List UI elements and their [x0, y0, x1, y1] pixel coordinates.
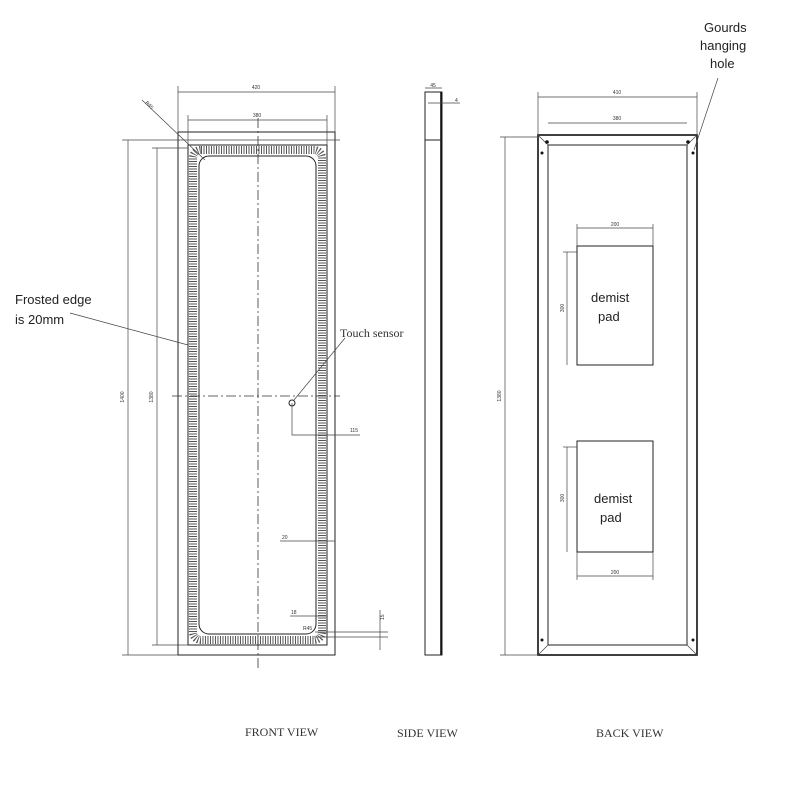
demist-pad-label-top-2: pad [598, 309, 620, 324]
dim-pad-height-top: 300 [560, 304, 566, 313]
touch-sensor-label: Touch sensor [340, 326, 403, 340]
gourds-label-1: Gourds [704, 20, 747, 35]
frosted-edge-label-1: Frosted edge [15, 292, 92, 307]
dim-corner-radius: R45 [144, 100, 155, 111]
dim-front-inner-height: 1380 [149, 391, 155, 402]
hanging-hole-icon [686, 140, 690, 144]
dim-side-depth: 45 [430, 83, 436, 89]
demist-pad-bottom [576, 440, 654, 553]
frosted-edge-label-2: is 20mm [15, 312, 64, 327]
gourds-label-3: hole [710, 56, 735, 71]
dim-corner-small: R45 [303, 626, 312, 632]
dim-back-height: 1380 [497, 390, 503, 401]
dim-back-inner-width: 380 [613, 116, 622, 122]
demist-pad-label-bottom-2: pad [600, 510, 622, 525]
front-clear-area [198, 155, 317, 635]
dim-front-inner-width: 380 [253, 113, 262, 119]
dim-edge-offset: 18 [291, 610, 297, 616]
dim-back-width: 410 [613, 90, 622, 96]
front-view-label: FRONT VIEW [245, 725, 319, 739]
side-view: 45 4 [424, 83, 460, 656]
dim-side-glass: 4 [455, 98, 458, 104]
front-view: 420 380 1400 1380 R45 115 20 18 R45 15 F… [15, 85, 403, 670]
demist-pad-label-bottom: demist [594, 491, 633, 506]
dim-pad-width-bottom: 200 [611, 570, 620, 576]
dim-bottom-offset: 15 [380, 614, 386, 620]
gourds-leader [693, 77, 719, 151]
demist-pad-top [576, 245, 654, 366]
dim-pad-height-bottom: 300 [560, 494, 566, 503]
front-glass-edge [187, 144, 328, 646]
touch-sensor-leader [293, 337, 346, 401]
back-view-label: BACK VIEW [596, 726, 664, 740]
back-inner-frame [547, 144, 688, 646]
back-view: 410 380 1380 200 300 demist pad 300 200 … [497, 20, 747, 656]
dim-sensor-offset: 115 [350, 428, 358, 434]
side-view-label: SIDE VIEW [397, 726, 458, 740]
dim-front-width: 420 [252, 85, 261, 91]
gourds-label-2: hanging [700, 38, 746, 53]
frosted-edge-band [189, 146, 326, 644]
front-outer-frame [177, 131, 336, 656]
demist-pad-label-top: demist [591, 290, 630, 305]
side-profile [424, 91, 443, 656]
frosted-edge-leader [69, 312, 189, 346]
back-outer-frame [537, 134, 698, 656]
dim-pad-width-top: 200 [611, 222, 620, 228]
dim-frost-width: 20 [282, 535, 288, 541]
dim-front-height: 1400 [120, 391, 126, 402]
hanging-hole-icon [545, 140, 549, 144]
